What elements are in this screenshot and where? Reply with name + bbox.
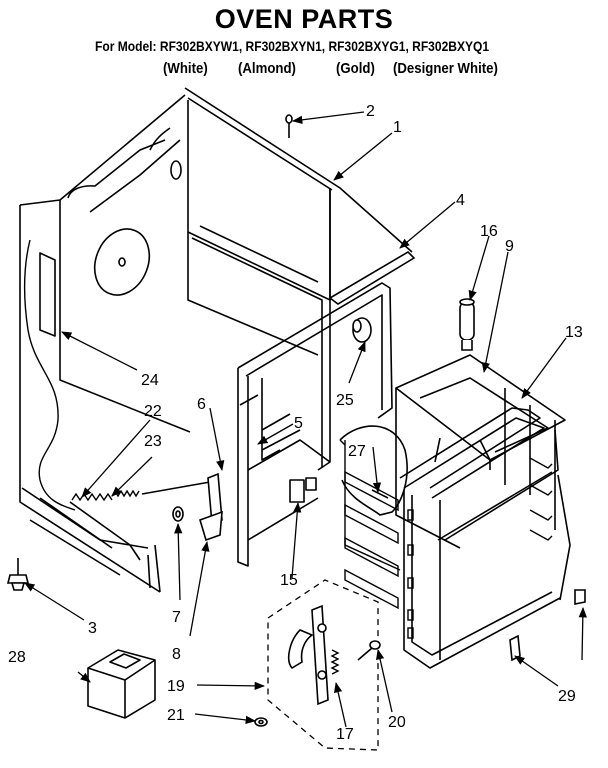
callout-2: 2	[366, 103, 375, 120]
callout-6: 6	[197, 396, 206, 413]
leader-lines	[24, 111, 587, 728]
variant-designer-white: (Designer White)	[393, 60, 498, 77]
callout-15: 15	[280, 572, 298, 589]
callout-27: 27	[348, 443, 366, 460]
variant-white: (White)	[163, 60, 208, 77]
page-title: OVEN PARTS	[214, 4, 394, 34]
variant-gold: (Gold)	[336, 60, 375, 77]
callout-17: 17	[336, 726, 354, 743]
callout-labels: 1 2 3 4 5 6 7 8 9 13 15 16 17 19 20 21 2…	[8, 103, 583, 743]
callout-28: 28	[8, 649, 26, 666]
oven-liner	[395, 354, 566, 549]
callout-7: 7	[172, 609, 181, 626]
part-16-light	[459, 298, 475, 351]
part-21-washer	[254, 717, 268, 727]
callout-1: 1	[393, 119, 402, 136]
part-7-nut	[172, 506, 184, 522]
part-20-screw	[357, 640, 381, 661]
part-3-leveling-leg	[6, 558, 30, 591]
callout-16: 16	[480, 223, 498, 240]
callout-5: 5	[294, 415, 303, 432]
part-25-knob	[352, 317, 372, 343]
part-29-clip	[509, 589, 586, 662]
part-17-spring	[330, 649, 340, 675]
variant-almond: (Almond)	[238, 60, 296, 77]
callout-19: 19	[167, 678, 185, 695]
rack-supports	[529, 457, 553, 541]
callout-4: 4	[456, 192, 465, 209]
callout-25: 25	[336, 392, 354, 409]
front-frame	[237, 282, 393, 567]
part-2-screw	[285, 114, 293, 138]
model-list: For Model: RF302BXYW1, RF302BXYN1, RF302…	[95, 38, 490, 54]
part-23-spring	[111, 481, 211, 498]
callout-8: 8	[172, 646, 181, 663]
oven-cabinet	[19, 87, 413, 593]
part-19-latch	[288, 604, 329, 706]
callout-29: 29	[558, 688, 576, 705]
part-6-hinge	[199, 472, 223, 542]
part-27-panel	[339, 425, 408, 516]
latch-assembly-box	[267, 579, 379, 751]
part-4-bracket	[328, 250, 416, 305]
callout-24: 24	[141, 372, 159, 389]
wire-harness	[23, 239, 76, 511]
callout-23: 23	[144, 433, 162, 450]
part-13-rack	[399, 407, 571, 669]
part-22-spring	[71, 492, 113, 502]
callout-22: 22	[144, 403, 162, 420]
callout-13: 13	[565, 324, 583, 341]
callout-20: 20	[388, 714, 406, 731]
callout-9: 9	[505, 238, 514, 255]
side-slots	[339, 439, 414, 639]
callout-3: 3	[88, 620, 97, 637]
part-28-box	[87, 649, 156, 719]
callout-21: 21	[167, 707, 185, 724]
